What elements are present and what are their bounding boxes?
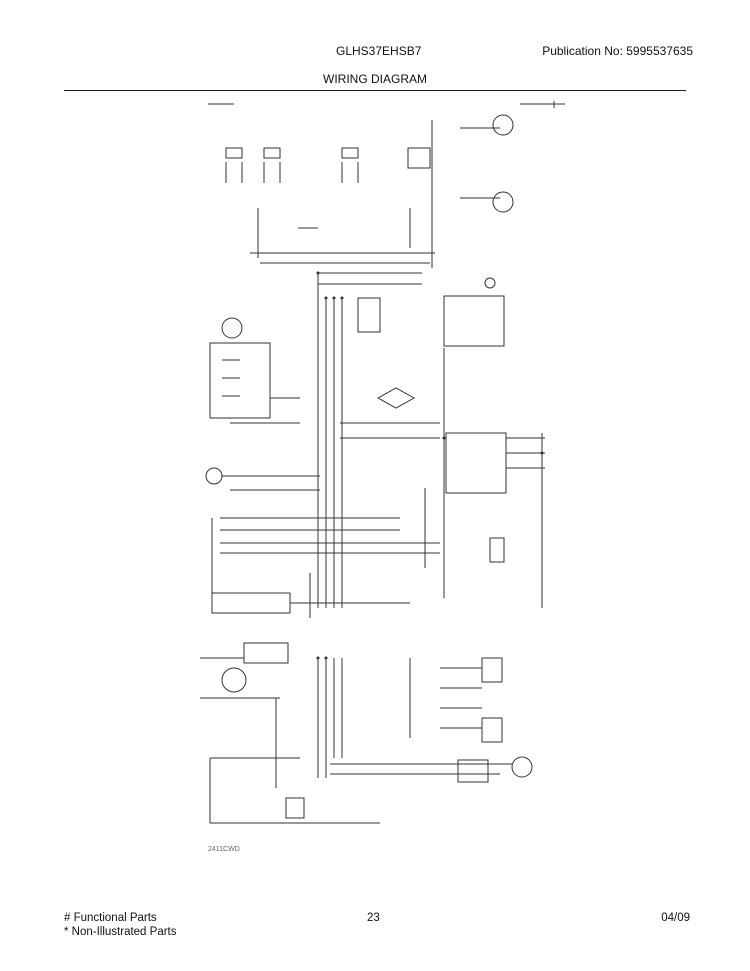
page-title: WIRING DIAGRAM (323, 72, 427, 86)
diagram-code: 2411CWD (208, 846, 240, 853)
non-illustrated-note: * Non-Illustrated Parts (64, 926, 177, 938)
functional-parts-note: # Functional Parts (64, 912, 157, 924)
page-number: 23 (367, 912, 380, 924)
header-rule (64, 90, 686, 91)
model-number: GLHS37EHSB7 (336, 44, 422, 58)
publication-number: Publication No: 5995537635 (542, 44, 693, 58)
issue-date: 04/09 (661, 912, 690, 924)
wiring-diagram: 2411CWD (200, 101, 565, 853)
